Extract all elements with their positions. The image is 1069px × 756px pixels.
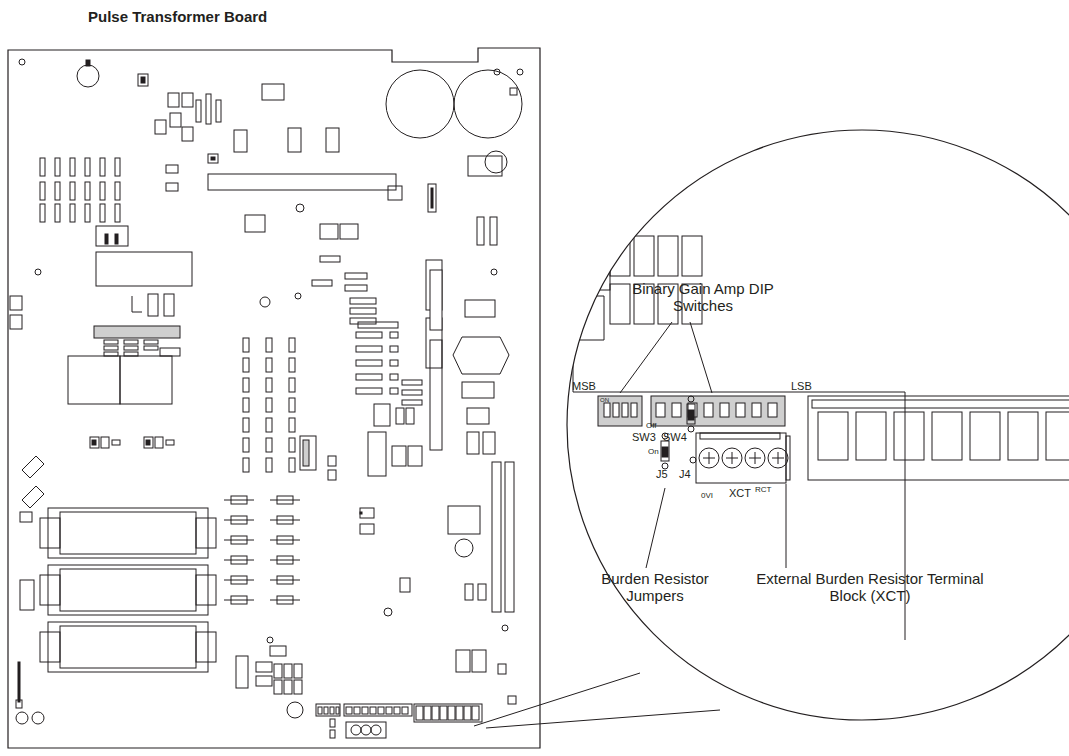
magnifier-circle [567,130,1069,720]
board-outline [8,48,540,748]
jumper-label: J5 [656,469,668,480]
terminal-label: RCT [755,486,771,494]
bit-label: LSB [791,381,812,392]
jumper-label: J4 [679,469,691,480]
callout-label: Burden Resistor Jumpers [590,570,720,605]
magnified-detail [540,236,1069,640]
terminal-label: 0VI [701,492,713,500]
switch-on-mark: ON [600,397,609,403]
label-leaders [620,322,786,568]
bit-label: MSB [572,381,596,392]
terminal-label: XCT [729,488,751,499]
jumper-label: On [648,448,659,456]
callout-label: External Burden Resistor Terminal Block … [740,570,1000,605]
switch-label: SW4 [663,432,687,443]
switch-label: SW3 [632,432,656,443]
figure-title: Pulse Transformer Board [88,8,267,25]
jumper-label: Off [646,422,657,430]
callout-label: Binary Gain Amp DIP Switches [628,280,778,315]
board-components [10,59,523,738]
magnifier-leader [486,710,720,728]
